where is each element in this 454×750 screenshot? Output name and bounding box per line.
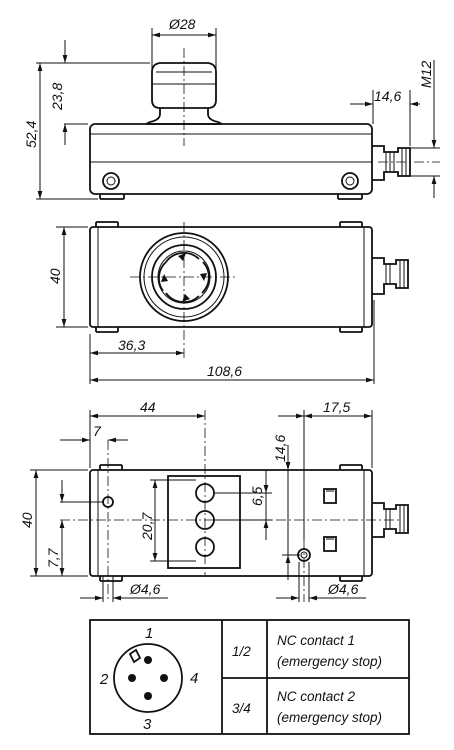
pin-label-1: 1 bbox=[145, 625, 153, 642]
dim-total-height: 52,4 bbox=[23, 121, 39, 148]
dim-connector-offset: 14,6 bbox=[374, 88, 401, 104]
dim-20-7: 20,7 bbox=[139, 512, 155, 541]
pin-1 bbox=[144, 656, 152, 664]
front-view: Ø28 23,8 52,4 14,6 M12 bbox=[23, 16, 440, 200]
row2-line1: NC contact 2 bbox=[277, 689, 356, 704]
dim-hole-left: Ø4,6 bbox=[129, 581, 161, 597]
row2-line2: (emergency stop) bbox=[277, 710, 382, 725]
row1-pins: 1/2 bbox=[232, 644, 251, 659]
dim-6-5: 6,5 bbox=[249, 486, 265, 506]
top-view: 40 36,3 108,6 bbox=[47, 221, 409, 384]
pin-label-2: 2 bbox=[99, 671, 109, 688]
dim-button-center: 36,3 bbox=[118, 337, 145, 353]
row1-line2: (emergency stop) bbox=[277, 654, 382, 669]
m12-connector bbox=[372, 145, 411, 181]
dim-17-5: 17,5 bbox=[323, 399, 350, 415]
dim-7-7: 7,7 bbox=[45, 547, 61, 568]
pinout-table: 1 2 3 4 1/2 NC contact 1 (emergency stop… bbox=[89, 619, 410, 735]
terminal-block bbox=[167, 475, 241, 569]
dim-total-length: 108,6 bbox=[207, 363, 242, 379]
dim-14-6: 14,6 bbox=[272, 435, 288, 462]
housing-bottom bbox=[89, 469, 373, 577]
pin-label-4: 4 bbox=[190, 670, 198, 687]
housing-top bbox=[89, 226, 373, 328]
dim-thread: M12 bbox=[418, 61, 434, 88]
row2-pins: 3/4 bbox=[232, 701, 251, 716]
dim-40-bottom: 40 bbox=[19, 512, 35, 528]
connector-face bbox=[113, 643, 183, 713]
bottom-view: 44 7 17,5 14,6 6,5 20,7 40 7,7 bbox=[19, 399, 409, 602]
pin-4 bbox=[160, 674, 168, 682]
dim-width-top: 40 bbox=[47, 268, 63, 284]
pin-3 bbox=[144, 692, 152, 700]
slot-bottom bbox=[323, 536, 337, 552]
slot-top bbox=[323, 488, 337, 504]
coding-key bbox=[128, 648, 142, 664]
dim-7: 7 bbox=[93, 423, 102, 439]
screw-left bbox=[102, 172, 120, 190]
emergency-button-cap bbox=[151, 62, 217, 109]
dim-44: 44 bbox=[140, 399, 156, 415]
screw-right bbox=[341, 172, 359, 190]
pin-label-3: 3 bbox=[143, 716, 152, 733]
row1-line1: NC contact 1 bbox=[277, 633, 355, 648]
dim-hole-right: Ø4,6 bbox=[327, 581, 359, 597]
dim-button-height: 23,8 bbox=[49, 83, 65, 111]
dim-diameter-button: Ø28 bbox=[168, 16, 196, 32]
pin-2 bbox=[128, 674, 136, 682]
